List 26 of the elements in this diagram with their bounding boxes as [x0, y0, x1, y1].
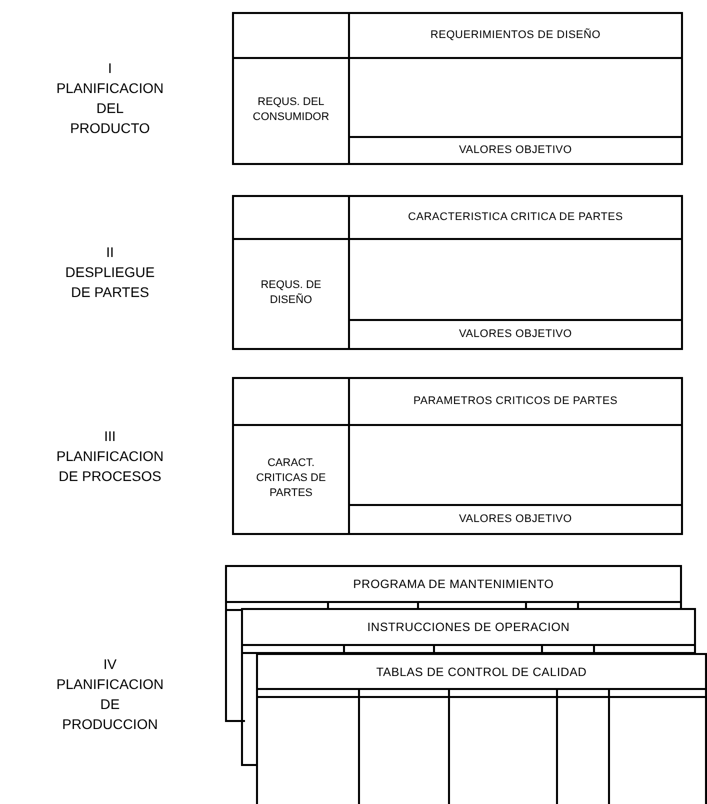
stage-title: DESPLIEGUE DE PARTES: [64, 263, 156, 302]
form-sheet: [256, 653, 707, 804]
stage-number: IV: [102, 655, 118, 674]
form-sheet: [241, 608, 696, 653]
stage-title: PLANIFICACION DE PRODUCCION: [55, 675, 165, 734]
matrix-table: [232, 195, 683, 350]
column-header: REQUERIMIENTOS DE DISEÑO: [430, 27, 601, 44]
row-header: REQUS. DEL CONSUMIDOR: [252, 95, 330, 125]
column-header: CARACTERISTICA CRITICA DE PARTES: [408, 210, 623, 226]
row-header: CARACT. CRITICAS DE PARTES: [255, 456, 327, 501]
stage-number: I: [107, 59, 113, 78]
stage-title: PLANIFICACION DE PROCESOS: [55, 447, 165, 486]
sheet-title: TABLAS DE CONTROL DE CALIDAD: [376, 664, 587, 680]
stage-number: III: [103, 427, 117, 446]
sheet-title: PROGRAMA DE MANTENIMIENTO: [353, 576, 554, 593]
footer-label: VALORES OBJETIVO: [458, 512, 572, 528]
form-sheet: [225, 565, 682, 608]
sheet-title: INSTRUCCIONES DE OPERACION: [367, 619, 570, 636]
matrix-table: [232, 377, 683, 535]
row-header: REQUS. DE DISEÑO: [260, 278, 322, 308]
matrix-table: [232, 12, 683, 165]
stage-title: PLANIFICACION DEL PRODUCTO: [55, 79, 165, 138]
footer-label: VALORES OBJETIVO: [458, 327, 572, 342]
stage-number: II: [105, 243, 115, 262]
footer-label: VALORES OBJETIVO: [458, 143, 572, 158]
column-header: PARAMETROS CRITICOS DE PARTES: [413, 394, 618, 410]
